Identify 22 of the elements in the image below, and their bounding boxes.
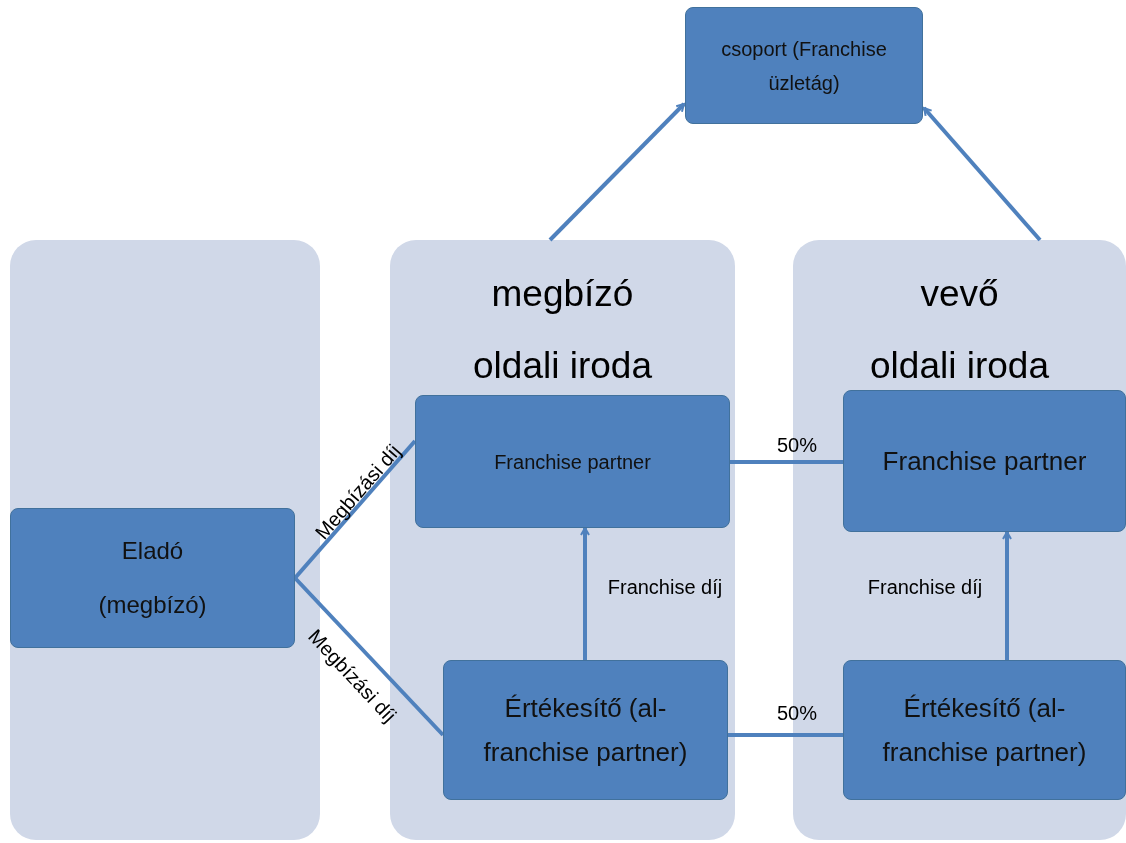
process-box: csoport (Franchise üzletág) bbox=[685, 7, 923, 124]
process-box: Franchise partner bbox=[415, 395, 730, 528]
connector-line bbox=[293, 439, 417, 580]
arrow bbox=[922, 106, 1042, 242]
arrow bbox=[580, 527, 590, 660]
connector-line bbox=[730, 460, 843, 464]
edge-label: 50% bbox=[777, 701, 817, 725]
panel-heading: megbízó bbox=[490, 272, 635, 316]
process-box: Értékesítő (al-franchise partner) bbox=[443, 660, 728, 800]
connector-line bbox=[728, 733, 843, 737]
panel-heading: oldali iroda bbox=[869, 344, 1050, 388]
panel-heading: oldali iroda bbox=[472, 344, 653, 388]
arrow bbox=[548, 102, 686, 242]
connector-line bbox=[293, 576, 445, 737]
edge-label: 50% bbox=[777, 433, 817, 457]
panel-heading: vevő bbox=[919, 272, 1000, 316]
process-box: Értékesítő (al-franchise partner) bbox=[843, 660, 1126, 800]
edge-label: Franchise díj bbox=[607, 575, 723, 599]
process-box: Franchise partner bbox=[843, 390, 1126, 532]
arrow bbox=[1002, 531, 1012, 660]
process-box: Eladó (megbízó) bbox=[10, 508, 295, 648]
edge-label: Franchise díj bbox=[867, 575, 983, 599]
